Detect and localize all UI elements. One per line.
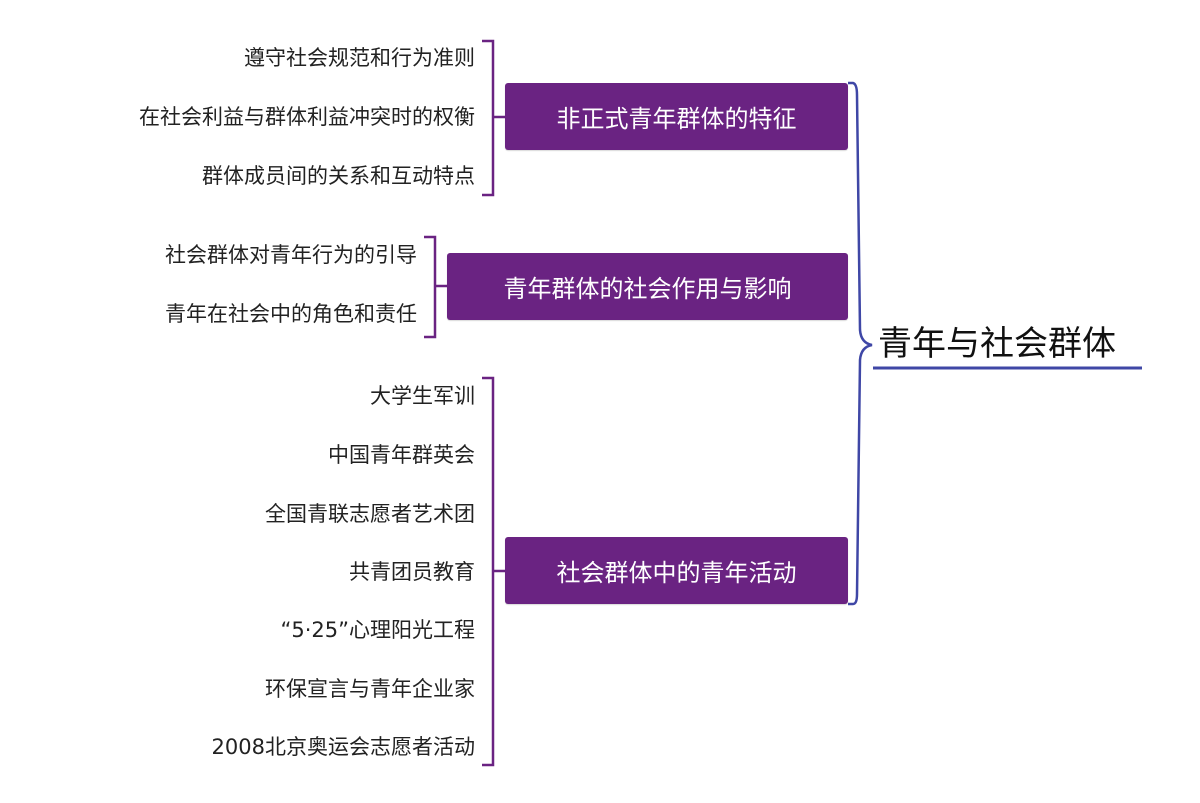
branch-node-youth-activities[interactable]: 社会群体中的青年活动 xyxy=(505,537,848,604)
leaf-item[interactable]: 大学生军训 xyxy=(370,384,475,408)
leaf-group-3: 大学生军训 中国青年群英会 全国青联志愿者艺术团 共青团员教育 “5·25”心理… xyxy=(0,0,475,803)
leaf-item[interactable]: 共青团员教育 xyxy=(349,560,475,584)
bracket-group-3 xyxy=(482,376,505,767)
bracket-group-1 xyxy=(482,39,505,197)
leaf-group-2: 社会群体对青年行为的引导 青年在社会中的角色和责任 xyxy=(0,0,417,803)
leaf-item[interactable]: 遵守社会规范和行为准则 xyxy=(244,46,475,70)
leaf-item[interactable]: 群体成员间的关系和互动特点 xyxy=(202,164,475,188)
leaf-item[interactable]: 2008北京奥运会志愿者活动 xyxy=(211,735,475,759)
leaf-item[interactable]: 青年在社会中的角色和责任 xyxy=(165,302,417,326)
bracket-group-2 xyxy=(424,235,447,339)
leaf-item[interactable]: 社会群体对青年行为的引导 xyxy=(165,243,417,267)
leaf-item[interactable]: “5·25”心理阳光工程 xyxy=(280,618,475,642)
leaf-item[interactable]: 全国青联志愿者艺术团 xyxy=(265,502,475,526)
branch-node-informal-groups[interactable]: 非正式青年群体的特征 xyxy=(505,83,848,150)
branch-node-social-role[interactable]: 青年群体的社会作用与影响 xyxy=(447,253,848,320)
leaf-item[interactable]: 中国青年群英会 xyxy=(328,443,475,467)
root-node[interactable]: 青年与社会群体 xyxy=(878,324,1116,364)
leaf-item[interactable]: 在社会利益与群体利益冲突时的权衡 xyxy=(139,105,475,129)
leaf-group-1: 遵守社会规范和行为准则 在社会利益与群体利益冲突时的权衡 群体成员间的关系和互动… xyxy=(0,0,475,803)
leaf-item[interactable]: 环保宣言与青年企业家 xyxy=(265,677,475,701)
main-brace xyxy=(848,81,873,606)
